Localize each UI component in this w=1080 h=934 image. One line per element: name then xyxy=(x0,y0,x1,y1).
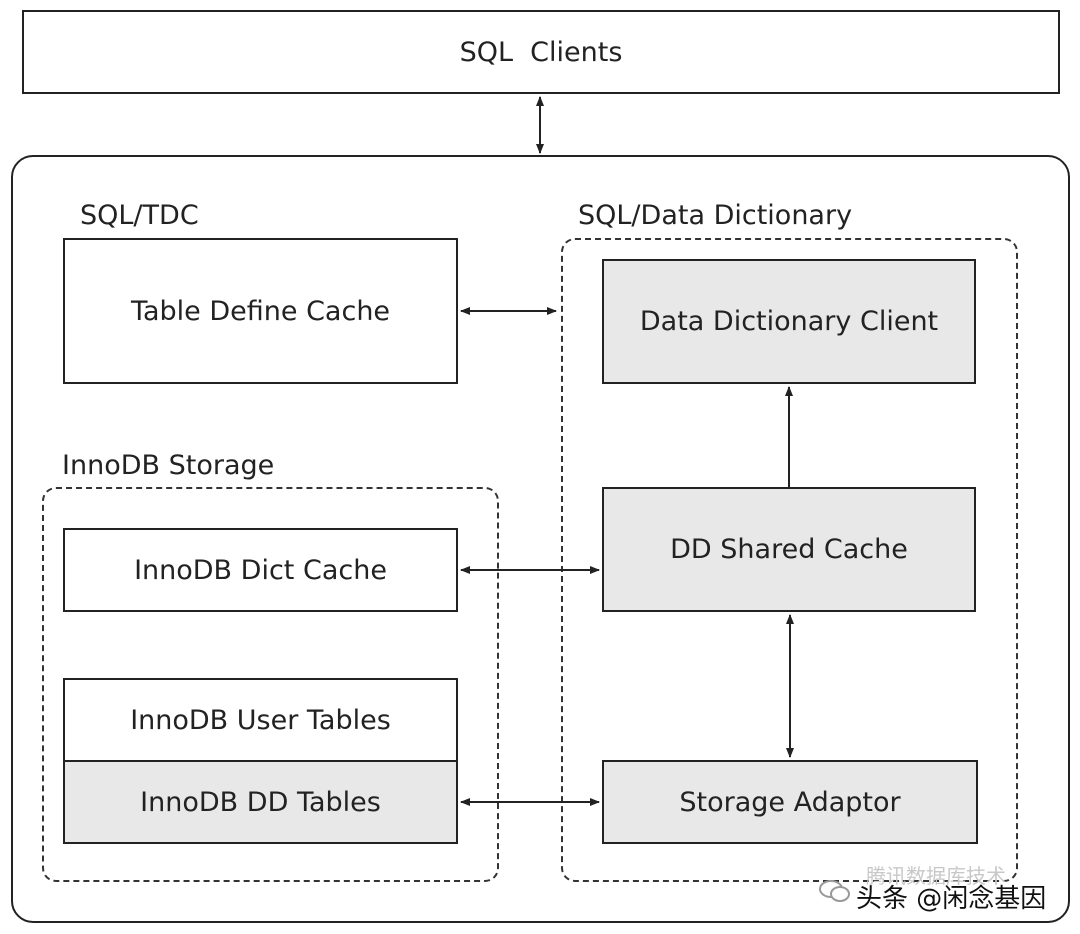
data-dictionary-client-label: Data Dictionary Client xyxy=(639,306,939,337)
sql-clients-label: SQL Clients xyxy=(459,36,623,68)
innodb-storage-group-label: InnoDB Storage xyxy=(62,450,275,481)
table-define-cache-box: Table Define Cache xyxy=(63,238,458,384)
innodb-dd-tables-label: InnoDB DD Tables xyxy=(140,786,381,818)
data-dictionary-client-box: Data Dictionary Client xyxy=(602,259,976,384)
data-dictionary-group xyxy=(561,238,1018,882)
watermark: 腾讯数据库技术 头条 @闲念基因 xyxy=(818,864,1068,926)
watermark-text: 头条 @闲念基因 xyxy=(856,884,1047,914)
data-dictionary-group-label: SQL/Data Dictionary xyxy=(578,200,853,231)
mysql-server-container xyxy=(11,155,1070,923)
watermark-faint-text: 腾讯数据库技术 xyxy=(866,864,1006,888)
storage-adaptor-label: Storage Adaptor xyxy=(679,786,901,818)
innodb-dd-tables-box: InnoDB DD Tables xyxy=(63,760,458,844)
dd-shared-cache-label: DD Shared Cache xyxy=(670,534,908,565)
storage-adaptor-box: Storage Adaptor xyxy=(602,760,978,844)
chat-bubble-icon xyxy=(819,880,850,902)
dd-shared-cache-box: DD Shared Cache xyxy=(602,487,976,612)
innodb-dict-cache-label: InnoDB Dict Cache xyxy=(134,554,387,586)
innodb-storage-group xyxy=(42,487,499,882)
sql-tdc-group-label: SQL/TDC xyxy=(80,200,199,231)
innodb-dict-cache-box: InnoDB Dict Cache xyxy=(63,528,458,612)
sql-clients-box: SQL Clients xyxy=(22,10,1060,94)
table-define-cache-label: Table Define Cache xyxy=(130,295,391,327)
innodb-user-tables-label: InnoDB User Tables xyxy=(130,704,391,736)
innodb-user-tables-box: InnoDB User Tables xyxy=(63,678,458,762)
